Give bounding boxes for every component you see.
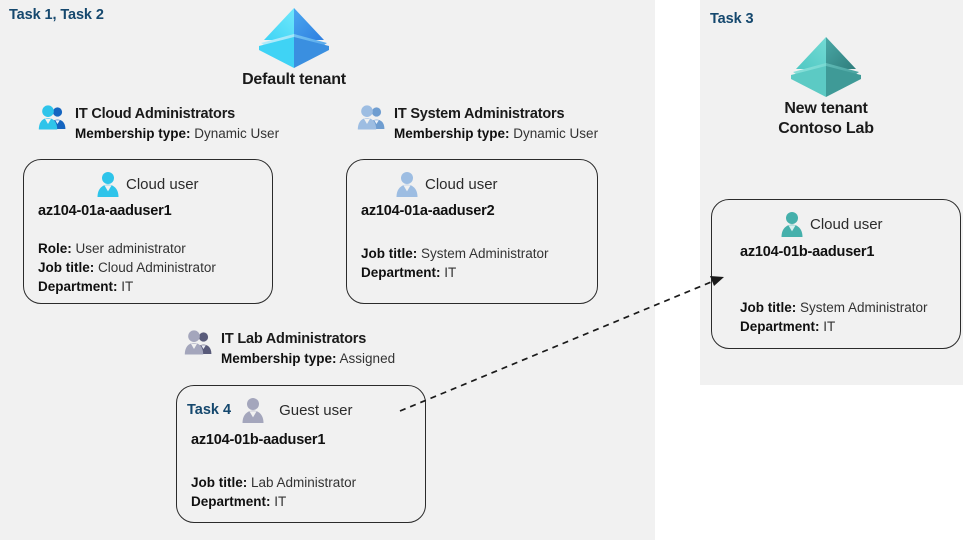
property-value: System Administrator	[421, 246, 549, 261]
property-label: Job title:	[191, 475, 248, 490]
card-header: Cloud user	[24, 160, 272, 202]
property-value: User administrator	[75, 241, 186, 256]
user-card-az104-01a-aaduser1: Cloud user az104-01a-aaduser1 Role: User…	[23, 159, 273, 304]
group-users-icon	[38, 105, 66, 130]
cloud-user-icon	[97, 172, 119, 197]
group-it-lab-administrators: IT Lab Administrators Membership type: A…	[184, 329, 395, 368]
user-property-row: Department: IT	[38, 277, 216, 296]
default-tenant-name: Default tenant	[242, 71, 346, 88]
card-header: Cloud user	[712, 200, 960, 242]
user-property-row: Job title: Lab Administrator	[191, 473, 356, 492]
cloud-user-icon	[781, 212, 803, 237]
user-property-row: Department: IT	[361, 263, 549, 282]
default-tenant-block: Default tenant	[228, 4, 360, 90]
property-value: System Administrator	[800, 300, 928, 315]
user-card-az104-01a-aaduser2: Cloud user az104-01a-aaduser2 Job title:…	[346, 159, 598, 304]
property-label: Job title:	[361, 246, 418, 261]
group-title: IT System Administrators	[394, 106, 565, 122]
property-value: IT	[274, 494, 287, 510]
property-value: IT	[444, 265, 457, 281]
user-property-row: Job title: System Administrator	[740, 298, 928, 317]
new-tenant-name-line2: Contoso Lab	[778, 120, 874, 137]
property-value: Lab Administrator	[251, 475, 357, 490]
user-properties: Job title: System Administrator Departme…	[361, 244, 549, 282]
user-property-row: Job title: Cloud Administrator	[38, 258, 216, 277]
group-meta-value: Dynamic User	[513, 125, 599, 141]
user-principal-name: az104-01a-aaduser1	[38, 203, 172, 219]
user-type-label: Cloud user	[810, 215, 883, 233]
guest-user-icon	[242, 398, 264, 423]
user-property-row: Department: IT	[740, 317, 928, 336]
group-users-icon	[184, 330, 212, 355]
group-meta-value: Assigned	[339, 350, 396, 366]
card-header: Cloud user	[347, 160, 597, 202]
property-value: Cloud Administrator	[98, 260, 216, 276]
property-label: Job title:	[740, 300, 797, 315]
user-type-label: Cloud user	[126, 175, 199, 193]
user-principal-name: az104-01b-aaduser1	[191, 432, 326, 448]
user-card-az104-01b-aaduser1-cloud: Cloud user az104-01b-aaduser1 Job title:…	[711, 199, 961, 349]
group-it-system-administrators: IT System Administrators Membership type…	[357, 104, 598, 143]
group-meta: Membership type: Dynamic User	[394, 125, 598, 144]
user-card-az104-01b-aaduser1-guest: Task 4 Guest user az104-01b-aaduser1 Job…	[176, 385, 426, 523]
user-type-label: Cloud user	[425, 175, 498, 193]
group-meta: Membership type: Dynamic User	[75, 125, 279, 144]
group-it-cloud-administrators: IT Cloud Administrators Membership type:…	[38, 104, 279, 143]
property-label: Department:	[740, 319, 820, 335]
user-principal-name: az104-01b-aaduser1	[740, 244, 875, 260]
new-tenant-name-line1: New tenant	[784, 100, 868, 117]
new-tenant-block: New tenant Contoso Lab	[742, 33, 910, 139]
user-properties: Job title: Lab Administrator Department:…	[191, 473, 356, 511]
user-properties: Role: User administrator Job title: Clou…	[38, 239, 216, 296]
property-label: Job title:	[38, 260, 95, 276]
group-users-icon	[357, 105, 385, 130]
user-principal-name: az104-01a-aaduser2	[361, 203, 495, 219]
task-label-1-2: Task 1, Task 2	[9, 7, 104, 23]
cloud-user-icon	[396, 172, 418, 197]
property-value: IT	[121, 279, 134, 295]
user-type-label: Guest user	[279, 401, 353, 419]
property-label: Department:	[38, 279, 118, 295]
property-label: Department:	[361, 265, 441, 281]
task-label-4: Task 4	[187, 402, 232, 418]
property-label: Department:	[191, 494, 271, 510]
group-meta-value: Dynamic User	[194, 125, 280, 141]
card-header: Task 4 Guest user	[177, 386, 425, 428]
property-value: IT	[823, 319, 836, 335]
task-label-3: Task 3	[710, 11, 754, 27]
azure-tenant-icon	[259, 8, 329, 68]
property-label: Role:	[38, 241, 72, 256]
group-title: IT Cloud Administrators	[75, 106, 236, 122]
user-properties: Job title: System Administrator Departme…	[740, 298, 928, 336]
user-property-row: Role: User administrator	[38, 239, 216, 258]
group-meta-label: Membership type:	[394, 125, 510, 141]
group-meta: Membership type: Assigned	[221, 350, 395, 369]
group-title: IT Lab Administrators	[221, 331, 367, 347]
user-property-row: Department: IT	[191, 492, 356, 511]
group-meta-label: Membership type:	[221, 350, 337, 366]
azure-tenant-icon	[791, 37, 861, 97]
user-property-row: Job title: System Administrator	[361, 244, 549, 263]
group-meta-label: Membership type:	[75, 125, 191, 141]
